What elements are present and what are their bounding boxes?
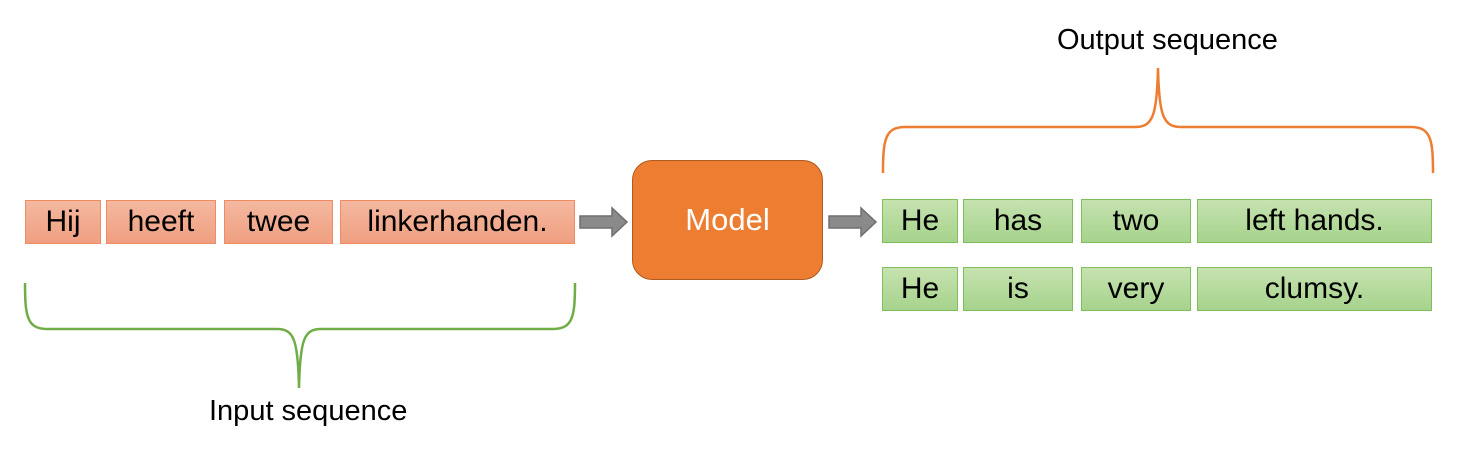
output-token: very: [1081, 267, 1191, 311]
output-sequence-label: Output sequence: [1057, 24, 1278, 56]
model-box: Model: [632, 160, 823, 280]
output-token: left hands.: [1197, 199, 1432, 243]
input-token: twee: [224, 200, 333, 244]
output-brace: [881, 67, 1435, 174]
output-token: two: [1081, 199, 1191, 243]
output-token: is: [963, 267, 1073, 311]
input-token: linkerhanden.: [340, 200, 575, 244]
output-token: He: [882, 267, 958, 311]
model-to-output-arrow: [828, 206, 878, 238]
input-brace: [23, 282, 577, 389]
input-token: Hij: [25, 200, 101, 244]
input-sequence-label: Input sequence: [209, 395, 408, 427]
output-token: has: [963, 199, 1073, 243]
output-token: clumsy.: [1197, 267, 1432, 311]
input-to-model-arrow: [579, 206, 629, 238]
input-token: heeft: [106, 200, 216, 244]
output-token: He: [882, 199, 958, 243]
